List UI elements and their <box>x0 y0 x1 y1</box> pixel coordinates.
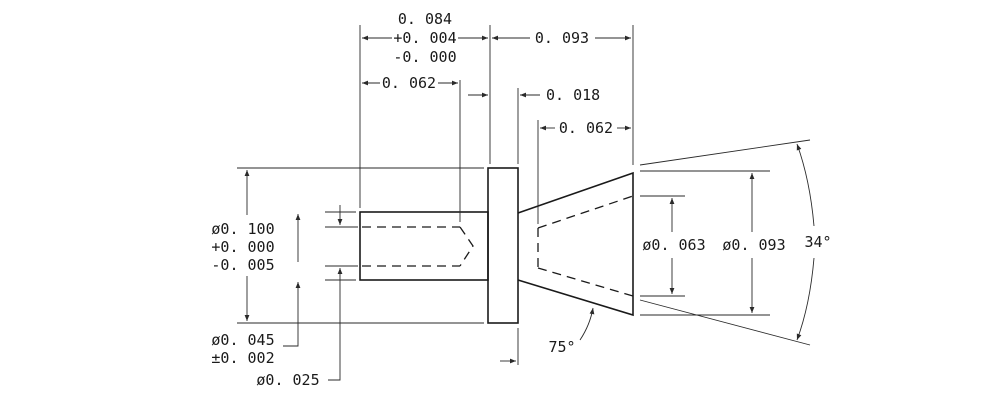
shank-length-tol-minus: -0. 000 <box>393 48 456 66</box>
dimension-labels: 0. 084 +0. 004 -0. 000 0. 093 0. 062 0. … <box>211 10 831 389</box>
shank-diameter-tol: ±0. 002 <box>211 349 274 367</box>
bore-diameter-label: ø0. 025 <box>256 371 319 389</box>
flange-diameter-tol-plus: +0. 000 <box>211 238 274 256</box>
bore-depth-label: 0. 062 <box>382 74 436 92</box>
dimension-lines <box>244 35 815 381</box>
cone-angle-label: 34° <box>804 233 831 251</box>
flange-diameter-label: ø0. 100 <box>211 220 274 238</box>
shank-length-label: 0. 084 <box>398 10 452 28</box>
counterbore-depth-label: 0. 062 <box>559 119 613 137</box>
counterbore-top-hidden <box>537 195 634 229</box>
shank-length-tol-plus: +0. 004 <box>393 29 456 47</box>
bore-tip-hidden <box>459 226 474 267</box>
cone-length-label: 0. 093 <box>535 29 589 47</box>
cone-outer-diameter-label: ø0. 093 <box>722 236 785 254</box>
flange-thickness-label: 0. 018 <box>546 86 600 104</box>
base-angle-label: 75° <box>548 338 575 356</box>
counterbore-bottom-hidden <box>537 267 634 297</box>
shank-body <box>359 211 489 281</box>
flange-diameter-tol-minus: -0. 005 <box>211 256 274 274</box>
cone-inner-diameter-label: ø0. 063 <box>642 236 705 254</box>
part-outline <box>359 167 634 324</box>
flange-body <box>487 167 519 324</box>
hidden-lines <box>362 195 634 297</box>
shank-diameter-label: ø0. 045 <box>211 331 274 349</box>
cone-body <box>517 171 634 317</box>
extension-lines <box>237 25 811 365</box>
